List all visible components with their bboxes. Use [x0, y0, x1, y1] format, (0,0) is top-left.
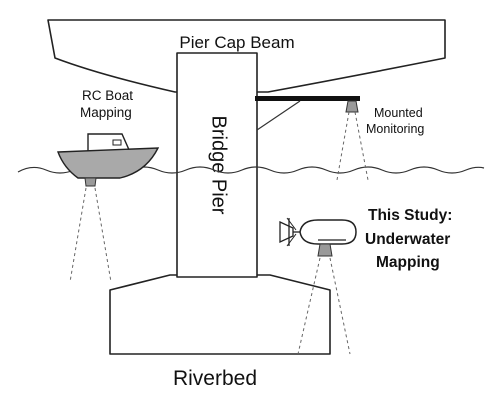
- study-label-line2: Underwater: [365, 231, 450, 248]
- pier-foundation-shape: [109, 274, 331, 355]
- mounted-label-line2: Monitoring: [366, 122, 424, 136]
- rc-boat-label-line1: RC Boat: [82, 88, 133, 103]
- underwater-vehicle-icon: [279, 217, 357, 247]
- mount-brace: [256, 100, 301, 131]
- mount-bar: [255, 96, 360, 101]
- riverbed-label: Riverbed: [173, 367, 257, 390]
- mounted-sonar-beam: [336, 111, 369, 181]
- mounted-sonar-icon: [345, 100, 359, 113]
- study-label-line3: Mapping: [376, 254, 440, 271]
- underwater-vehicle-sonar-beam: [297, 257, 351, 355]
- pier-cap-beam-label: Pier Cap Beam: [179, 33, 294, 52]
- rc-boat-label-line2: Mapping: [80, 105, 132, 120]
- rc-boat-sonar-beam: [69, 187, 112, 283]
- bridge-pier-label: Bridge Pier: [208, 116, 230, 215]
- study-label-line1: This Study:: [368, 207, 452, 224]
- mounted-label-line1: Mounted: [374, 106, 423, 120]
- rc-boat-sonar-icon: [84, 177, 97, 187]
- bridge-pier-column: [176, 52, 258, 278]
- underwater-vehicle-sonar-icon: [317, 243, 333, 257]
- rc-boat-icon: [57, 133, 160, 179]
